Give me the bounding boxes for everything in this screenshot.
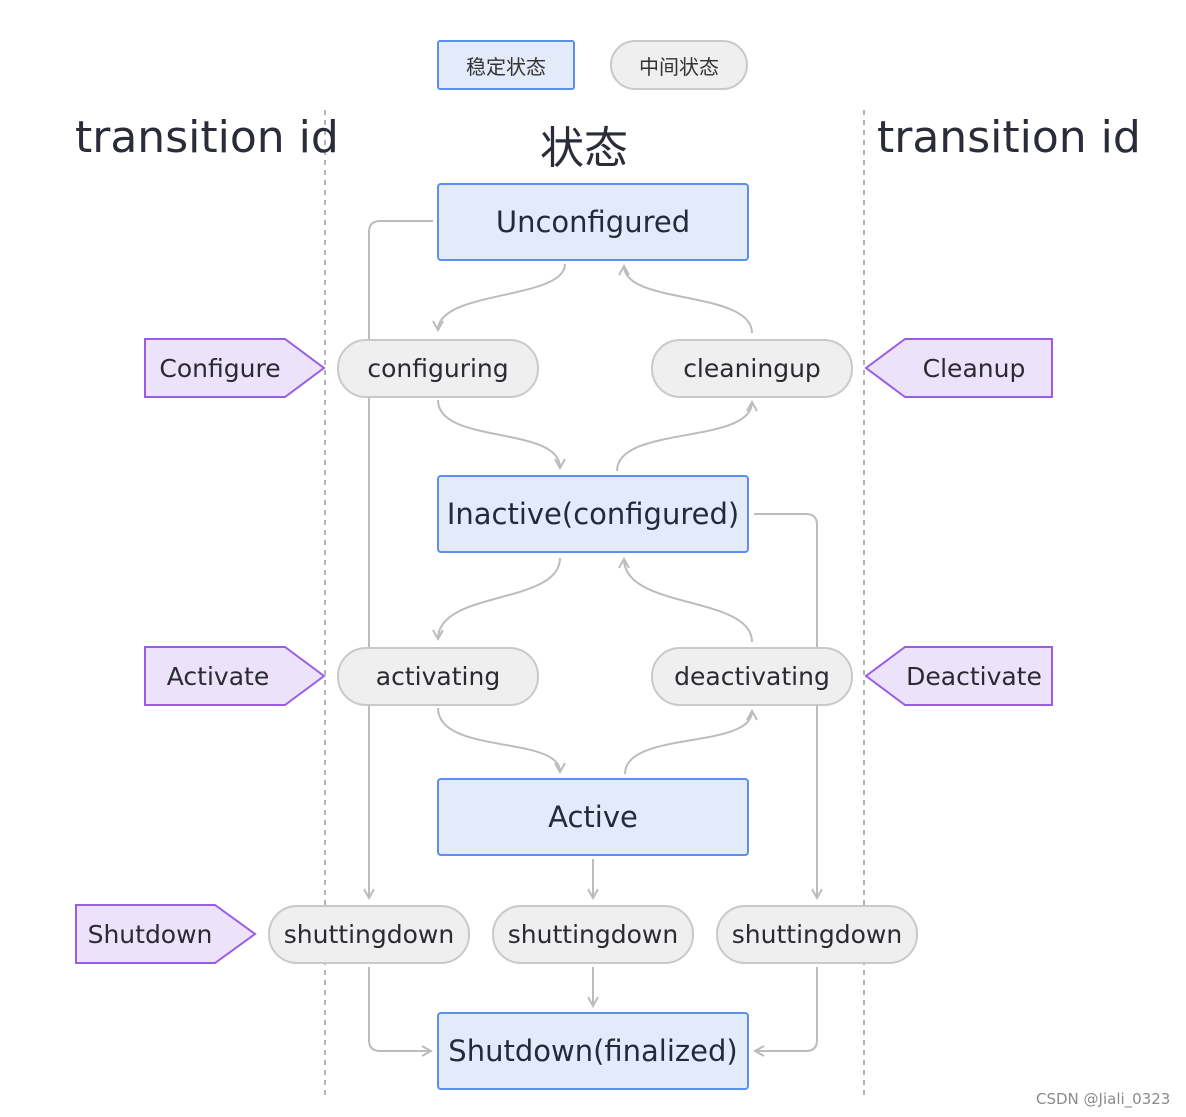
header-right-transition-id: transition id xyxy=(877,112,1141,163)
edge-activating-active xyxy=(437,707,560,772)
transition-deactivate: Deactivate xyxy=(896,647,1052,705)
transition-activate-label: Activate xyxy=(166,661,270,691)
transition-deactivate-shape xyxy=(864,646,1053,706)
transition-configure-shape xyxy=(144,338,326,398)
intermediate-shuttingdown-right: shuttingdown xyxy=(716,905,918,964)
header-center-state: 状态 xyxy=(540,123,628,174)
edge-cleaningup-unconfigured xyxy=(624,266,753,334)
transition-activate: Activate xyxy=(145,647,291,705)
transition-deactivate-label: Deactivate xyxy=(906,661,1042,691)
transition-cleanup-label: Cleanup xyxy=(922,353,1026,383)
intermediate-shuttingdown-left: shuttingdown xyxy=(268,905,470,964)
transition-shutdown-shape xyxy=(75,904,257,964)
transition-shutdown: Shutdown xyxy=(76,905,224,963)
edge-active-deactivating xyxy=(624,711,752,775)
transition-cleanup: Cleanup xyxy=(896,339,1052,397)
transition-configure: Configure xyxy=(145,339,295,397)
edge-inactive-shuttingdown-right xyxy=(754,513,817,898)
intermediate-cleaningup: cleaningup xyxy=(651,339,853,398)
edge-shuttingdown-right-finalized xyxy=(755,967,818,1051)
header-left-transition-id: transition id xyxy=(75,112,339,163)
state-inactive: Inactive(configured) xyxy=(437,475,749,553)
state-finalized: Shutdown(finalized) xyxy=(437,1012,749,1090)
transition-cleanup-shape xyxy=(864,338,1053,398)
edge-unconfigured-configuring xyxy=(438,263,566,330)
transition-configure-label: Configure xyxy=(159,353,281,383)
edge-unconfigured-shuttingdown-left xyxy=(369,220,433,898)
edge-deactivating-inactive xyxy=(624,559,753,643)
intermediate-activating: activating xyxy=(337,647,539,706)
intermediate-configuring: configuring xyxy=(337,339,539,398)
edge-configuring-inactive xyxy=(437,399,560,468)
transition-activate-shape xyxy=(144,646,326,706)
state-unconfigured: Unconfigured xyxy=(437,183,749,261)
transition-shutdown-label: Shutdown xyxy=(87,919,213,949)
state-active: Active xyxy=(437,778,749,856)
edge-shuttingdown-left-finalized xyxy=(368,967,431,1051)
intermediate-shuttingdown-center: shuttingdown xyxy=(492,905,694,964)
edge-inactive-cleaningup xyxy=(616,402,752,472)
watermark: CSDN @Jiali_0323 xyxy=(1036,1090,1171,1108)
legend-intermediate-state: 中间状态 xyxy=(610,40,748,90)
legend-stable-state: 稳定状态 xyxy=(437,40,575,90)
edge-inactive-activating xyxy=(438,557,561,639)
intermediate-deactivating: deactivating xyxy=(651,647,853,706)
